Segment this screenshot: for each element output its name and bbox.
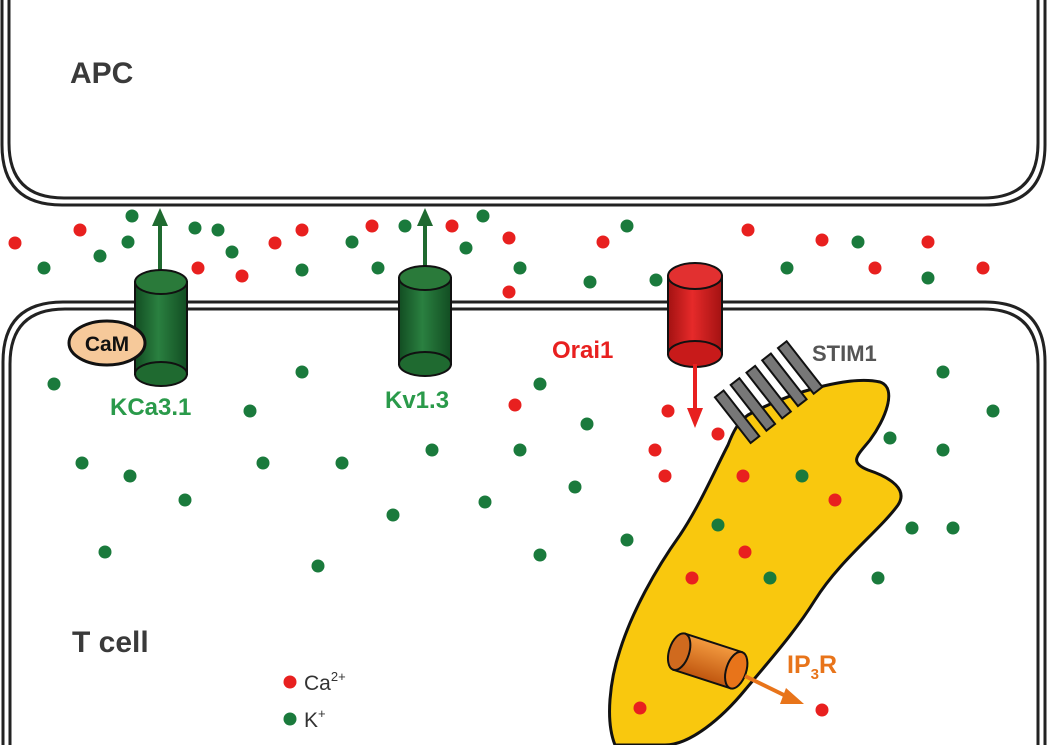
ca-ion (661, 404, 675, 418)
k-ion (946, 521, 960, 535)
k-ion (649, 273, 663, 287)
k-ion (178, 493, 192, 507)
k-ion (851, 235, 865, 249)
apc-cell (0, 0, 1047, 207)
k-ion (883, 431, 897, 445)
k-ion (583, 275, 597, 289)
ca-ion (235, 269, 249, 283)
k-ion (98, 545, 112, 559)
ca-ion (741, 223, 755, 237)
kv1-3-label: Kv1.3 (385, 387, 449, 414)
k-ion (398, 219, 412, 233)
ca-ion (73, 223, 87, 237)
ca-ion (268, 236, 282, 250)
stim1-protein (713, 339, 824, 445)
legend-ca-label: Ca2+ (304, 669, 346, 695)
t-cell (1, 300, 1047, 745)
ca-ion (8, 236, 22, 250)
ca-ion (365, 219, 379, 233)
k-ion (580, 417, 594, 431)
ca-ion (648, 443, 662, 457)
ca-ion (738, 545, 752, 559)
k-ion (47, 377, 61, 391)
k-ion (37, 261, 51, 275)
k-ion (295, 263, 309, 277)
kca3-1-channel (134, 208, 188, 387)
k-ion (211, 223, 225, 237)
k-ion (371, 261, 385, 275)
legend-ca-marker (283, 675, 297, 689)
k-ion (125, 209, 139, 223)
k-ion (425, 443, 439, 457)
k-ion (936, 365, 950, 379)
k-ion (243, 404, 257, 418)
ca-ion (633, 701, 647, 715)
k-ion (533, 548, 547, 562)
legend-k-marker (283, 712, 297, 726)
orai1-channel (667, 262, 723, 428)
k-ion (345, 235, 359, 249)
ca-ion (596, 235, 610, 249)
ca-ion (868, 261, 882, 275)
k-ion (75, 456, 89, 470)
k-ion (986, 404, 1000, 418)
k-ion (936, 443, 950, 457)
orai1-label: Orai1 (552, 337, 613, 364)
ip3r-channel (666, 632, 804, 704)
ca-ion (828, 493, 842, 507)
ca-ion (815, 703, 829, 717)
kca3-1-label: KCa3.1 (110, 394, 191, 421)
k-ion (921, 271, 935, 285)
legend: Ca2+ K+ (283, 669, 346, 732)
k-ion (871, 571, 885, 585)
k-ion (386, 508, 400, 522)
apc-label: APC (70, 57, 133, 90)
kv1-3-channel (398, 208, 452, 377)
k-ion (620, 219, 634, 233)
ca-ion (502, 231, 516, 245)
k-ion (711, 518, 725, 532)
ca-ion (976, 261, 990, 275)
ca-ion (736, 469, 750, 483)
k-ion (476, 209, 490, 223)
ca-ion (658, 469, 672, 483)
ca-ion (502, 285, 516, 299)
k-ion (513, 261, 527, 275)
k-ion (123, 469, 137, 483)
ca-ion (685, 571, 699, 585)
k-ion (225, 245, 239, 259)
k-ion (795, 469, 809, 483)
ca-ion (711, 427, 725, 441)
k-ion (905, 521, 919, 535)
ca-ion (815, 233, 829, 247)
k-ion (780, 261, 794, 275)
t-cell-label: T cell (72, 626, 149, 659)
k-ion (620, 533, 634, 547)
k-ion (568, 480, 582, 494)
legend-k-label: K+ (304, 706, 326, 732)
k-ion (295, 365, 309, 379)
ca-ion (191, 261, 205, 275)
k-ion (93, 249, 107, 263)
calmodulin: CaM (67, 319, 147, 367)
ca-ion (921, 235, 935, 249)
k-ion (335, 456, 349, 470)
ion-particles (8, 209, 1000, 717)
ca-ion (445, 219, 459, 233)
cam-label: CaM (85, 333, 129, 356)
k-ion (256, 456, 270, 470)
k-ion (763, 571, 777, 585)
ca-ion (508, 398, 522, 412)
k-ion (188, 221, 202, 235)
stim1-label: STIM1 (812, 341, 877, 366)
k-ion (311, 559, 325, 573)
k-ion (513, 443, 527, 457)
k-ion (533, 377, 547, 391)
k-ion (459, 241, 473, 255)
k-ion (121, 235, 135, 249)
ip3r-label: IP3R (787, 651, 837, 683)
ca-ion (295, 223, 309, 237)
k-ion (478, 495, 492, 509)
